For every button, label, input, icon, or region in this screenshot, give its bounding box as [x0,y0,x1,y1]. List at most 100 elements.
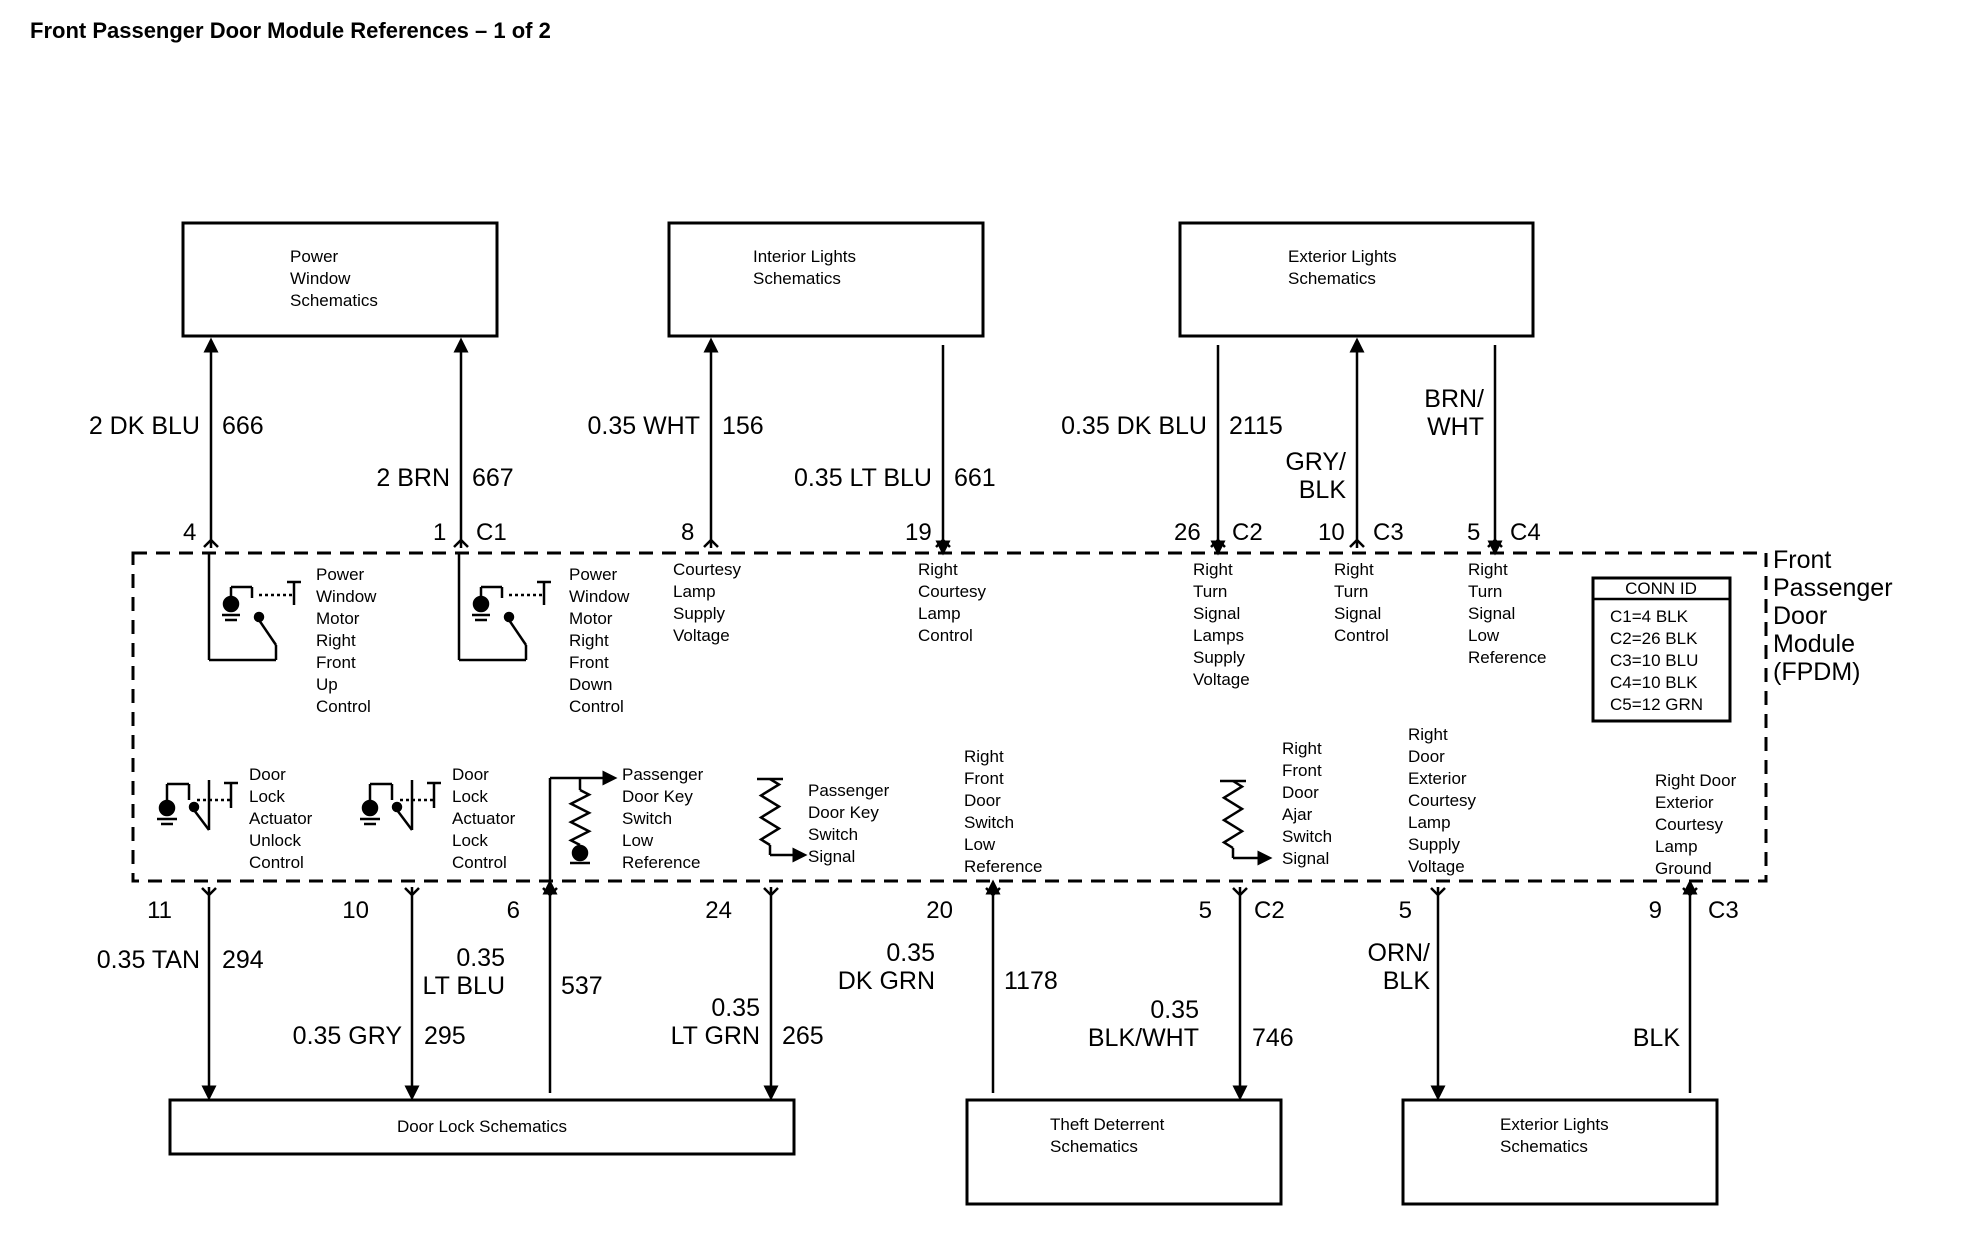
wire-color-label: DK GRN [838,967,935,995]
pin-function-label: Reference [964,857,1042,876]
switch-contact-icon [253,611,265,623]
wire-color-label: 0.35 GRY [293,1022,403,1050]
pin-function-label: Lamps [1193,626,1244,645]
wire-color-label: BLK [1299,476,1347,504]
bottom-component-box [168,1098,796,1156]
pin-number-label: 5 [1467,519,1480,546]
conn-id-header: CONN ID [1625,579,1697,598]
conn-id-row: C4=10 BLK [1610,673,1698,692]
connector-label: C2 [1232,519,1263,546]
pin-number-label: 8 [681,519,694,546]
pin-function-label: Lock [452,787,488,806]
wire-color-label: ORN/ [1368,939,1431,967]
pin-number-label: 1 [433,519,446,546]
connector-pin-chevron [1210,538,1226,548]
pin-function-label: Signal [1282,849,1329,868]
connector-pin-chevron [703,538,719,548]
pin-function-label: Control [918,626,973,645]
pin-function-label: Front [316,653,356,672]
wire-color-label: 0.35 DK BLU [1061,412,1207,440]
window-up-switch-symbol [257,619,278,646]
pin-function-label: Exterior [1655,793,1714,812]
pin-function-label: Voltage [673,626,730,645]
pin-function-label: Courtesy [1408,791,1477,810]
circuit-number-label: 2115 [1229,412,1283,440]
door-lock-switch-symbol [396,809,413,831]
pin-number-label: 11 [147,897,172,924]
door-unlock-switch-symbol [193,809,210,831]
top-component-label: Schematics [753,269,841,288]
pin-function-label: Supply [1193,648,1245,667]
pin-function-label: Turn [1334,582,1368,601]
circuit-number-label: 294 [222,946,264,974]
wire-color-label: 0.35 [886,939,935,967]
circuit-number-label: 295 [424,1022,466,1050]
top-component-box [1178,221,1535,338]
pin-function-label: Door Key [622,787,693,806]
circuit-number-label: 265 [782,1022,824,1050]
circuit-number-label: 666 [222,412,264,440]
connector-label: C4 [1510,519,1541,546]
pin-function-label: Lock [249,787,285,806]
circuit-number-label: 661 [954,464,996,492]
pin-number-label: 26 [1174,519,1201,546]
pin-function-label: Switch [1282,827,1332,846]
wire-color-label: BLK [1633,1024,1681,1052]
pin-number-label: 19 [905,519,932,546]
module-name-label: (FPDM) [1773,658,1860,686]
module-name-label: Passenger [1773,574,1893,602]
pin-function-label: Door [249,765,286,784]
pin-function-label: Supply [673,604,725,623]
bottom-component-box [965,1098,1283,1206]
wire-color-label: 0.35 LT BLU [794,464,932,492]
pin-function-label: Low [622,831,654,850]
module-name-label: Front [1773,546,1831,574]
pin-function-label: Switch [964,813,1014,832]
switch-contact-icon [188,801,200,813]
resistor-icon [568,788,592,847]
wire-color-label: 0.35 [1150,996,1199,1024]
pin-number-label: 4 [183,519,196,546]
wire-color-label: BLK/WHT [1088,1024,1199,1052]
switch-contact-icon [391,801,403,813]
wire-color-label: LT BLU [423,972,505,1000]
pin-number-label: 10 [1318,519,1345,546]
pin-number-label: 5 [1199,897,1212,924]
pin-function-label: Exterior [1408,769,1467,788]
pin-function-label: Power [316,565,365,584]
connector-label: C2 [1254,897,1285,924]
pin-number-label: 6 [507,897,520,924]
top-component-label: Schematics [1288,269,1376,288]
pin-function-label: Right [569,631,609,650]
connector-pin-chevron [935,538,951,548]
pin-function-label: Courtesy [673,560,742,579]
pin-function-label: Front [964,769,1004,788]
module-name-label: Door [1773,602,1827,630]
connector-pin-chevron [985,887,1001,897]
top-component-label: Exterior Lights [1288,247,1397,266]
bottom-component-box [1401,1098,1719,1206]
window-down-switch-symbol [507,619,528,646]
pin-function-label: Right [964,747,1004,766]
pin-function-label: Ajar [1282,805,1313,824]
pin-function-label: Passenger [622,765,704,784]
pin-function-label: Unlock [249,831,301,850]
pin-number-label: 20 [926,897,953,924]
pin-function-label: Control [249,853,304,872]
pin-function-label: Door [1282,783,1319,802]
connector-pin-chevron [201,887,217,897]
pin-function-label: Actuator [249,809,313,828]
module-outline [131,551,1768,883]
pin-function-label: Front [1282,761,1322,780]
connector-pin-chevron [1682,887,1698,897]
circuit-number-label: 746 [1252,1024,1294,1052]
connector-pin-chevron [1349,538,1365,548]
pin-function-label: Right [1282,739,1322,758]
wire-color-label: 0.35 WHT [587,412,700,440]
pin-function-label: Lamp [673,582,716,601]
pin-function-label: Switch [808,825,858,844]
top-component-label: Interior Lights [753,247,856,266]
pin-function-label: Voltage [1408,857,1465,876]
pin-function-label: Control [452,853,507,872]
bottom-component-label: Schematics [1050,1137,1138,1156]
